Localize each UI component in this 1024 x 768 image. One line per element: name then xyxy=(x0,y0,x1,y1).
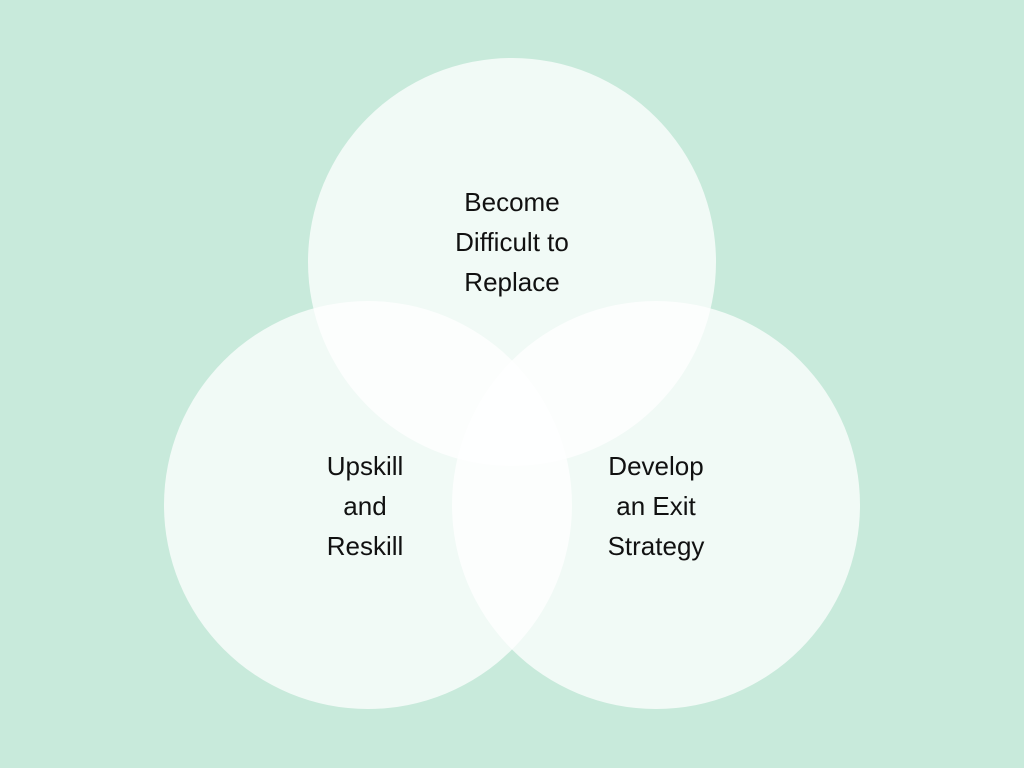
label-line: Develop xyxy=(608,451,704,481)
venn-circle-exit xyxy=(452,301,860,709)
label-line: an Exit xyxy=(616,491,696,521)
label-line: and xyxy=(343,491,387,521)
label-line: Replace xyxy=(464,267,560,297)
label-line: Upskill xyxy=(326,451,404,481)
label-upskill-and-reskill: Upskill and Reskill xyxy=(265,446,465,566)
label-line: Difficult to xyxy=(455,227,569,257)
label-develop-an-exit-strategy: Develop an Exit Strategy xyxy=(556,446,756,566)
label-become-difficult-to-replace: Become Difficult to Replace xyxy=(412,182,612,302)
label-line: Reskill xyxy=(326,531,404,561)
label-line: Strategy xyxy=(607,531,705,561)
label-line: Become xyxy=(464,187,560,217)
